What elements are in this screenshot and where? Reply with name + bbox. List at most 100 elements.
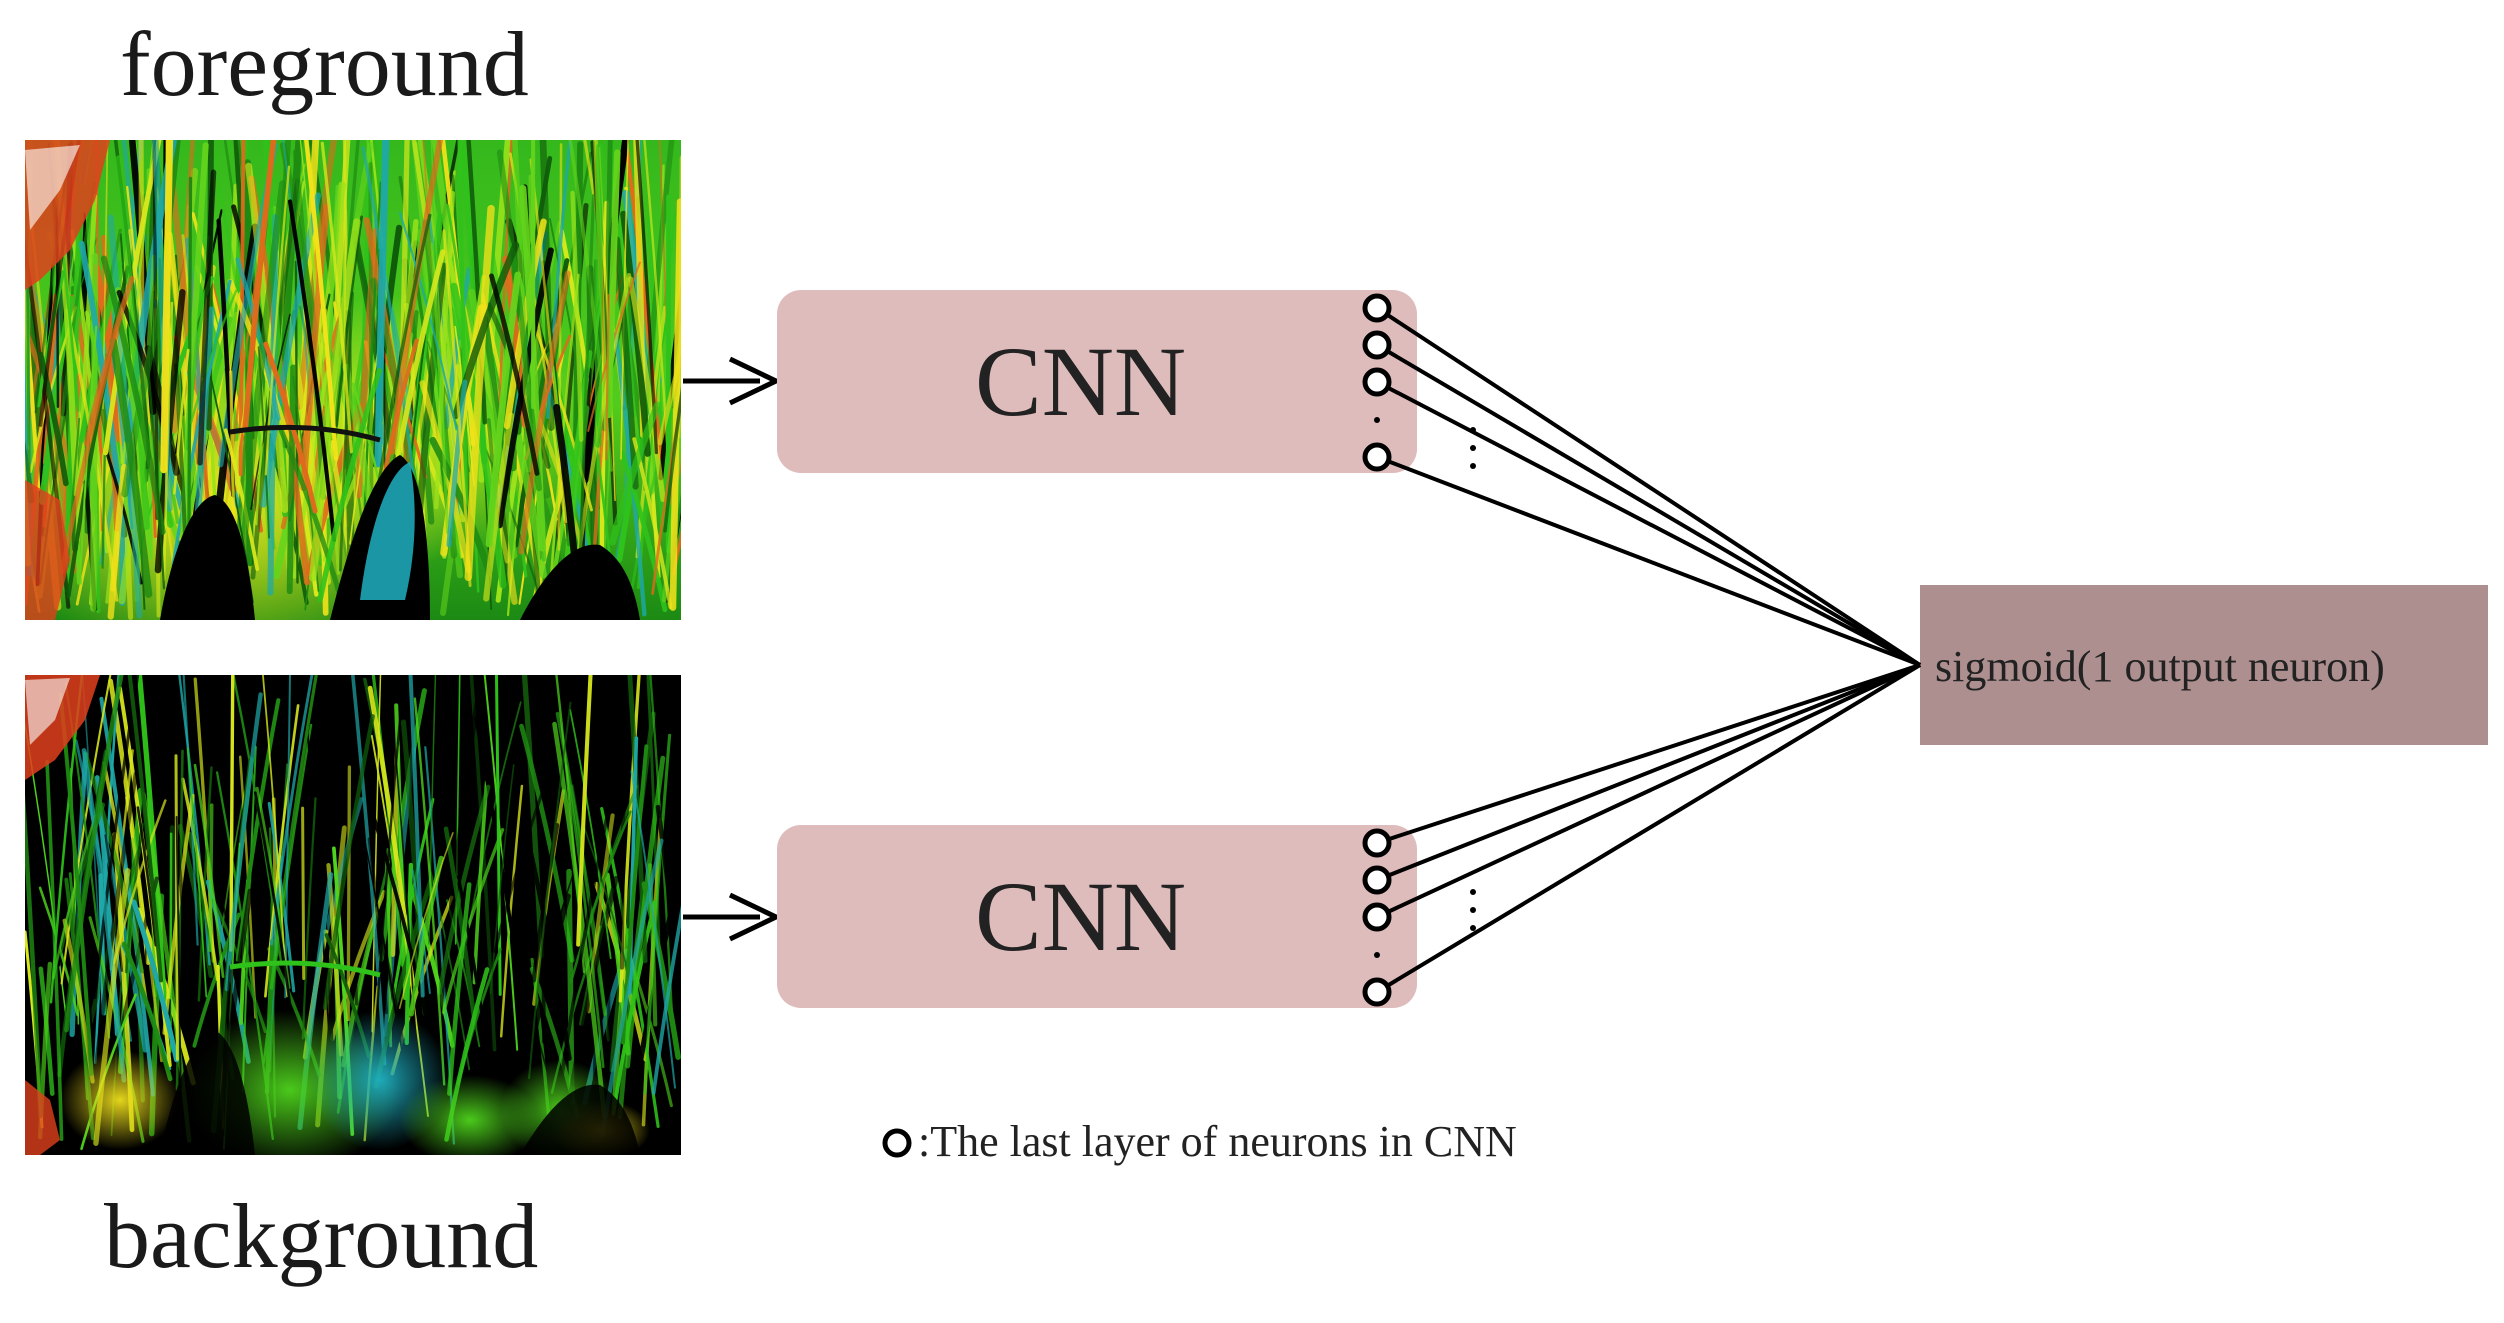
leaf-stroke	[160, 140, 173, 474]
leaf-stroke	[496, 247, 554, 529]
leaf-stroke	[659, 316, 681, 539]
leaf-stroke	[37, 351, 69, 487]
neuron	[1362, 865, 1392, 895]
leaf-stroke	[630, 770, 676, 1089]
leaf-stroke	[253, 791, 296, 1039]
leaf-stroke	[678, 898, 681, 1046]
leaf-stroke	[197, 169, 217, 466]
leaf-stroke	[570, 190, 584, 442]
leaf-stroke	[83, 750, 145, 974]
leaf-stroke	[557, 143, 563, 551]
leaf-stroke	[93, 675, 140, 999]
leaf-stroke	[374, 140, 390, 468]
leaf-stroke	[558, 759, 621, 1091]
leaf-stroke	[552, 721, 607, 1119]
arrow-foreground-to-cnn	[683, 356, 782, 406]
leaf-stroke	[320, 141, 354, 454]
connections-bottom	[1375, 663, 1922, 994]
neurons-bottom	[1362, 828, 1392, 1007]
leaf-stroke	[100, 255, 166, 535]
leaf-stroke	[64, 675, 124, 1033]
neuron	[1362, 977, 1392, 1007]
leaf-stroke	[83, 276, 135, 447]
leaf-stroke	[398, 211, 458, 431]
leaf-stroke	[269, 675, 318, 990]
leaf-stroke	[367, 837, 389, 1015]
leaf-stroke	[181, 777, 220, 982]
leaf-stroke	[447, 882, 472, 1096]
ellipsis-dots-top	[1374, 417, 1476, 469]
leaf-stroke	[577, 194, 596, 601]
leaf-stroke	[643, 733, 672, 1095]
leaf-stroke	[182, 675, 199, 946]
leaf-stroke	[240, 675, 254, 1004]
background-label: background	[104, 1185, 539, 1287]
leaf-stroke	[229, 675, 235, 952]
leaf-stroke	[245, 162, 289, 513]
leaf-stroke	[346, 765, 352, 1022]
leaf-stroke	[669, 198, 681, 611]
leaf-stroke	[635, 140, 659, 455]
sigmoid-output-box	[1920, 585, 2488, 745]
leaf-stroke	[131, 899, 180, 1063]
leaf-stroke	[569, 709, 612, 960]
legend-neuron-icon	[882, 1128, 912, 1158]
leaf-stroke	[171, 279, 232, 567]
leaf-stroke	[495, 675, 502, 996]
background-image	[25, 675, 681, 1155]
leaf-stroke	[235, 257, 281, 422]
arrow-background-to-cnn	[683, 892, 782, 942]
leaf-stroke	[434, 191, 455, 510]
leaf-stroke	[180, 142, 209, 539]
leaf-stroke	[235, 698, 281, 962]
leaf-stroke	[107, 463, 128, 620]
leaf-stroke	[627, 276, 666, 503]
leaf-stroke	[304, 140, 339, 461]
leaf-stroke	[242, 140, 277, 429]
neurons-top	[1362, 293, 1392, 472]
sigmoid-output-label: sigmoid(1 output neuron)	[1935, 642, 2385, 691]
leaf-stroke	[594, 143, 604, 448]
leaf-stroke	[264, 165, 291, 476]
leaf-stroke	[25, 794, 43, 1118]
leaf-stroke	[620, 210, 651, 457]
leaf-stroke	[657, 164, 665, 407]
leaf-stroke	[662, 425, 681, 603]
leaf-stroke	[361, 146, 415, 474]
leaf-stroke	[672, 529, 681, 576]
neuron	[1362, 828, 1392, 858]
neuron	[1362, 330, 1392, 360]
leaf-stroke	[624, 148, 663, 460]
leaf-stroke	[197, 766, 213, 1002]
leaf-stroke	[663, 386, 681, 533]
leaf-stroke	[489, 764, 515, 995]
neuron	[1362, 293, 1392, 323]
leaf-stroke	[483, 412, 515, 602]
leaf-stroke	[643, 140, 669, 444]
leaf-stroke	[493, 760, 555, 953]
leaf-stroke	[489, 273, 540, 476]
leaf-stroke	[569, 810, 632, 984]
leaf-stroke	[446, 379, 468, 548]
leaf-stroke	[127, 675, 164, 983]
leaf-stroke	[292, 149, 326, 500]
leaf-stroke	[413, 697, 446, 1086]
neuron	[1362, 442, 1392, 472]
leaf-stroke	[109, 337, 153, 598]
foreground-image	[25, 140, 681, 620]
leaf-stroke	[485, 271, 521, 548]
leaf-stroke	[658, 283, 681, 481]
leaf-stroke	[136, 675, 168, 1013]
leaf-stroke	[662, 907, 681, 960]
leaf-stroke	[301, 797, 317, 1040]
leaf-stroke	[317, 367, 382, 603]
leaf-stroke	[464, 204, 495, 582]
leaf-stroke	[641, 881, 681, 1060]
leaf-stroke	[655, 804, 681, 995]
neuron	[1362, 902, 1392, 932]
leaf-stroke	[67, 417, 81, 568]
leaf-stroke	[371, 675, 382, 1033]
cnn-box-top	[777, 290, 1417, 473]
leaf-stroke	[619, 450, 668, 613]
leaf-stroke	[582, 823, 632, 985]
